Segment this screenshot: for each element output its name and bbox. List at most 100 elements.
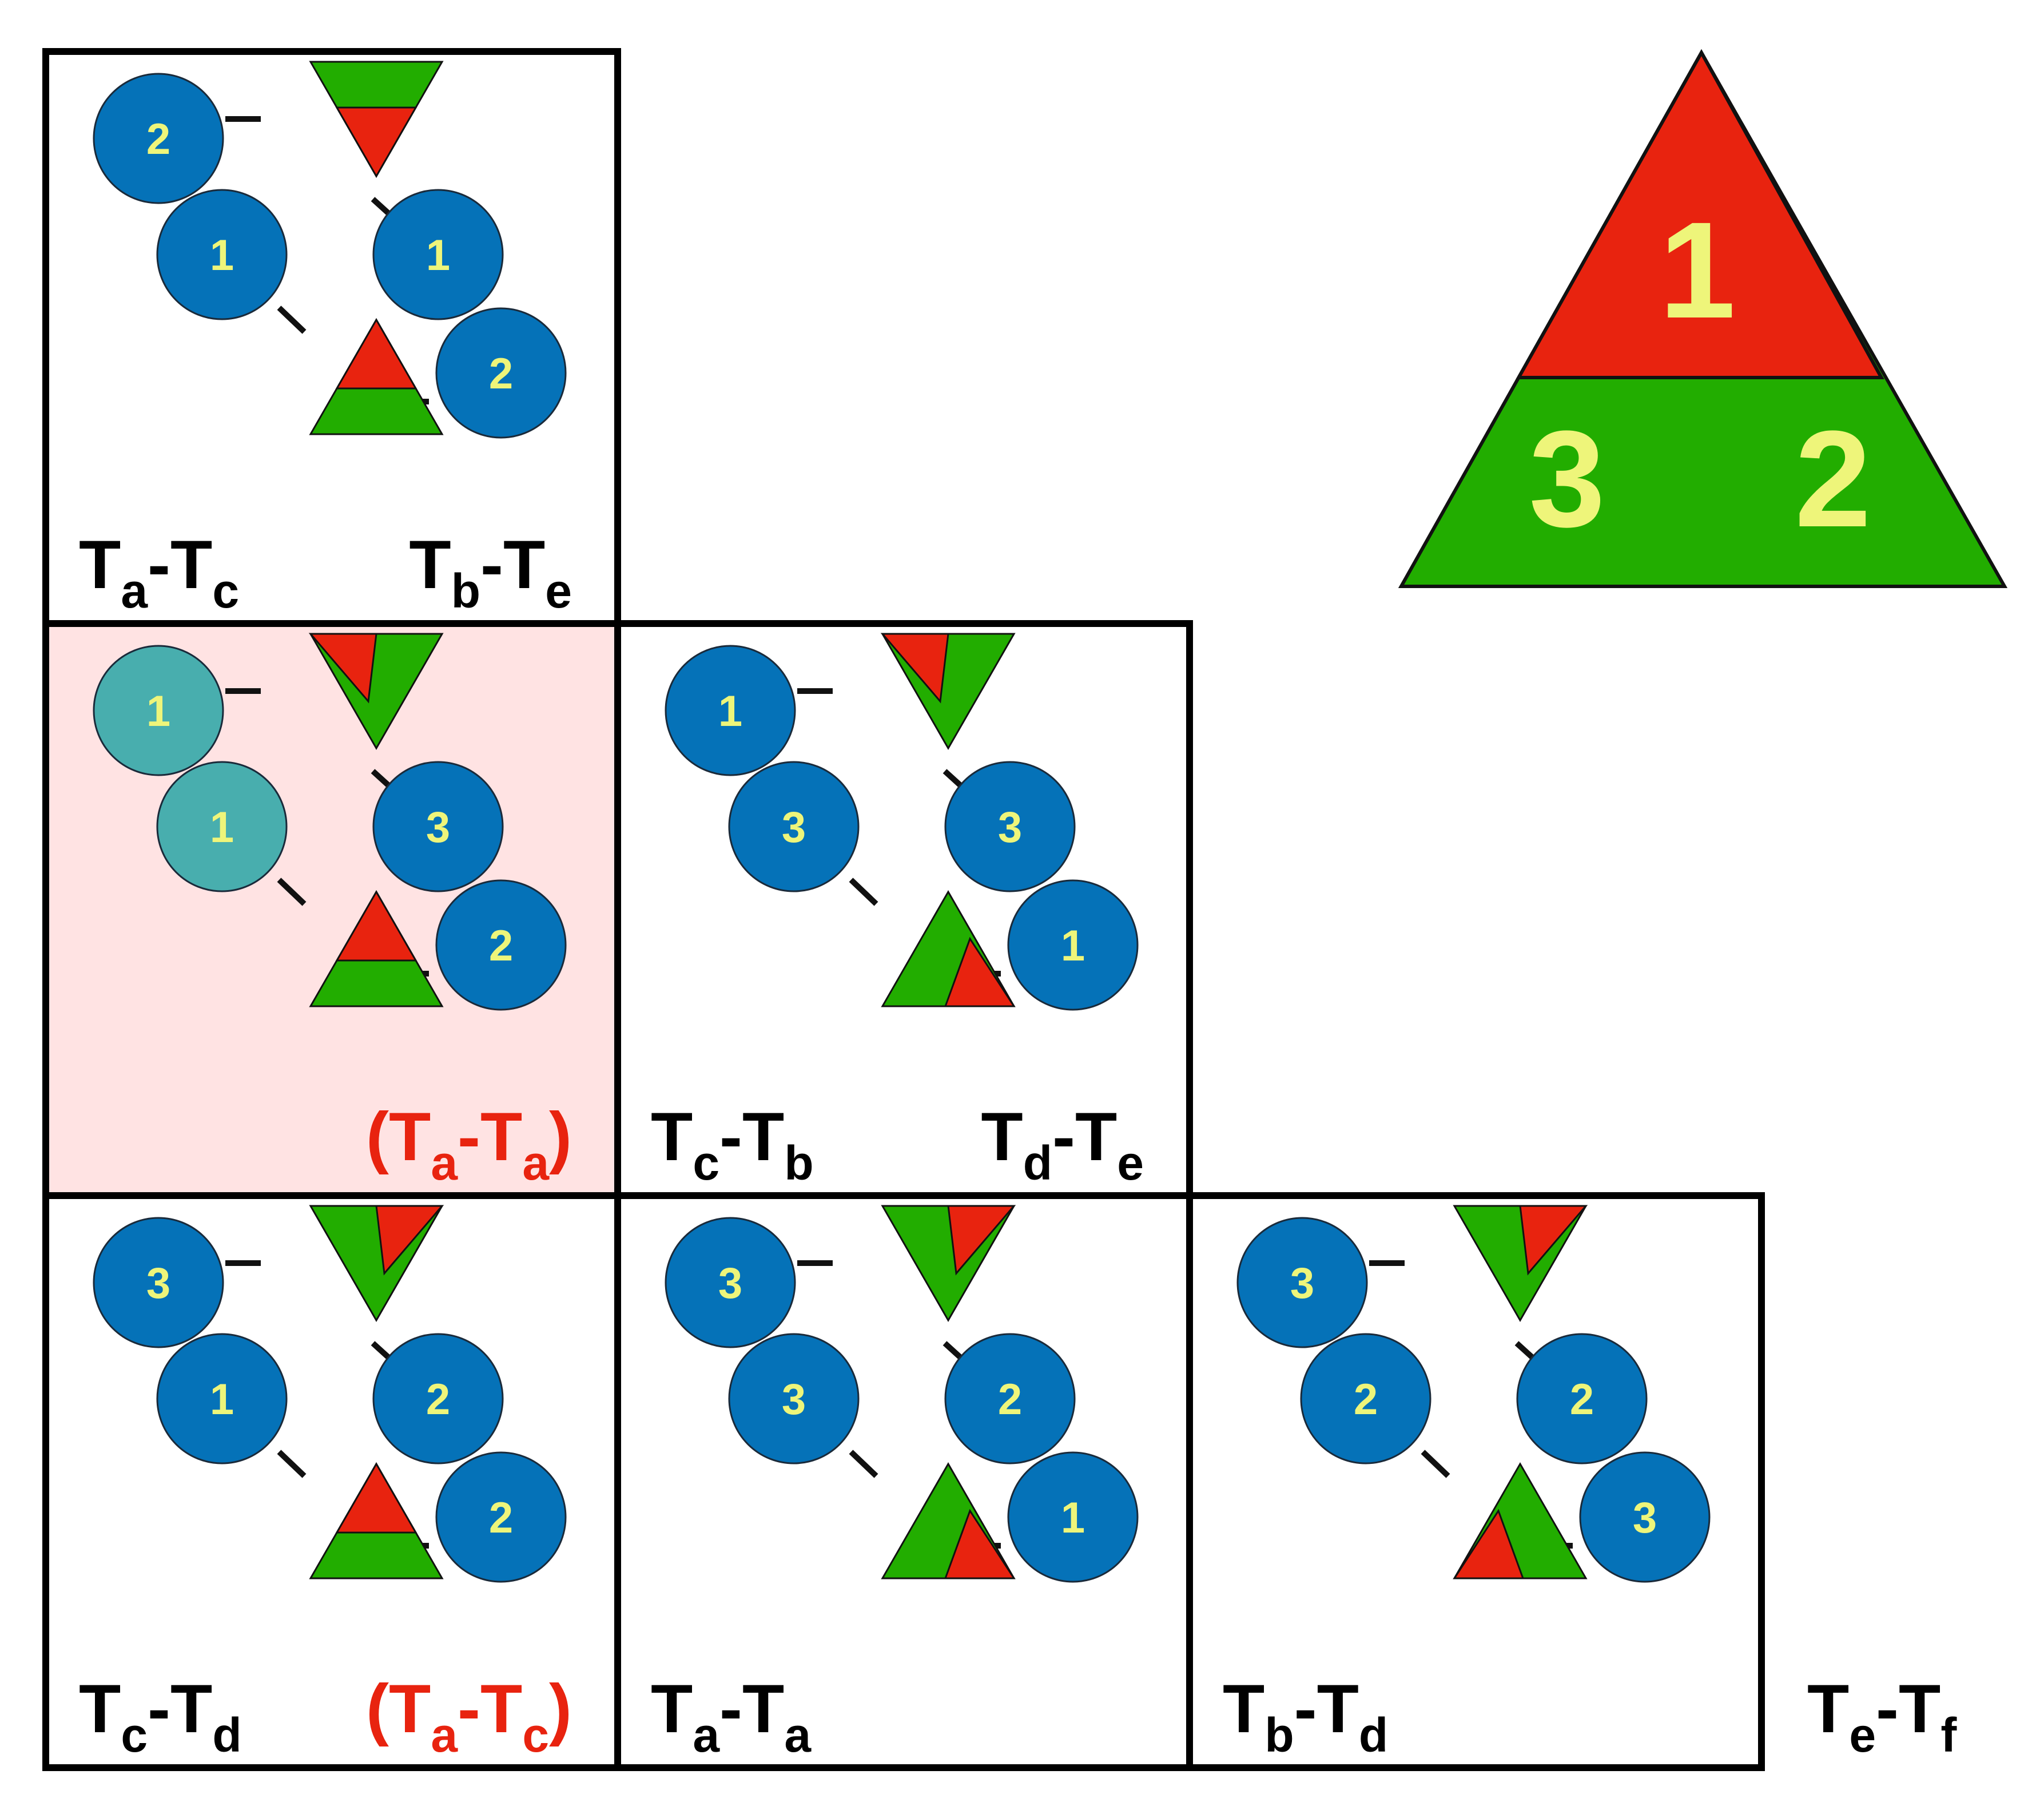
panel-p21: 3 3 2 1Ta-Ta [614,1192,1193,1771]
legend-number-right: 2 [1795,402,1871,555]
bottom-triangle [309,317,444,435]
circle-node: 1 [156,761,288,892]
panel-label-right: Tb-Te [409,526,572,618]
circle-node: 2 [435,307,567,439]
circle-number: 2 [489,350,513,398]
circle-shape [944,761,1076,892]
legend-number-top: 1 [1659,193,1735,347]
circle-node: 2 [1300,1333,1431,1464]
circle-number: 3 [782,1375,806,1424]
circle-number: 2 [426,1375,450,1424]
circle-node: 1 [1007,879,1139,1011]
top-triangle [309,1205,444,1323]
panel-label-left: Ta-Tc [79,526,239,618]
circle-node: 1 [156,189,288,320]
bottom-triangle [881,1462,1016,1579]
circle-shape [1007,1451,1139,1583]
bond-line [849,878,878,906]
circle-number: 3 [718,1259,742,1308]
bond-line [277,1450,307,1478]
circle-shape [435,879,567,1011]
circle-shape [372,189,504,320]
circle-shape [1236,1217,1368,1348]
panel-p20: 3 1 2 2Tc-Td (Ta-Tc) [42,1192,621,1771]
circle-shape [665,645,796,776]
circle-node: 3 [728,761,860,892]
circle-shape [372,761,504,892]
circle-node: 3 [665,1217,796,1348]
circle-number: 1 [146,687,170,736]
top-triangle [308,633,444,751]
bottom-triangle [881,890,1016,1007]
panel-label-left: Tc-Tb [651,1098,814,1190]
circle-shape [156,1333,288,1464]
panel-p11: 1 3 3 1Tc-Tb Td-Te [614,620,1193,1199]
panel-label-left: Tc-Td [79,1670,242,1762]
circle-number: 1 [210,231,234,280]
circle-number: 3 [998,803,1022,852]
circle-node: 3 [944,761,1076,892]
circle-shape [435,307,567,439]
circle-node: 3 [372,761,504,892]
circle-shape [435,1451,567,1583]
circle-shape [156,189,288,320]
circle-shape [1007,879,1139,1011]
top-triangle [881,1205,1016,1323]
circle-shape [1300,1333,1431,1464]
circle-node: 2 [93,73,224,204]
circle-shape [93,645,224,776]
circle-number: 2 [489,922,513,970]
outside-label-text: Te-Tf [1807,1670,1957,1762]
circle-number: 3 [782,803,806,852]
panel-label-left: Ta-Ta [651,1670,812,1762]
panel-p00: 2 1 1 2Ta-Tc Tb-Te [42,48,621,627]
circle-number: 2 [1570,1375,1594,1424]
circle-node: 2 [435,879,567,1011]
panel-p22: 3 2 2 3Tb-Td [1186,1192,1765,1771]
circle-node: 1 [1007,1451,1139,1583]
circle-number: 1 [718,687,742,736]
circle-shape [728,1333,860,1464]
circle-shape [728,761,860,892]
panel-p10: 1 1 3 2 (Ta-Ta) [42,620,621,1199]
circle-node: 1 [665,645,796,776]
bottom-triangle [309,1462,444,1579]
circle-node: 3 [728,1333,860,1464]
bond-line [277,305,307,334]
circle-node: 2 [435,1451,567,1583]
top-triangle [309,61,444,178]
circle-number: 1 [210,803,234,852]
circle-number: 1 [1061,1494,1085,1542]
legend-triangle: 13 2 [1398,49,2008,588]
circle-node: 2 [372,1333,504,1464]
circle-number: 1 [210,1375,234,1424]
panel-label-right: (Ta-Ta) [366,1098,572,1190]
outside-label: Te-Tf [1807,1670,1957,1762]
panel-label-right: (Ta-Tc) [366,1670,572,1762]
bottom-triangle [309,890,444,1007]
bond-line [849,1450,878,1478]
circle-node: 3 [93,1217,224,1348]
circle-number: 1 [426,231,450,280]
legend-red-region [1516,49,1884,379]
circle-shape [93,73,224,204]
circle-node: 3 [1236,1217,1368,1348]
legend-number-left: 3 [1529,402,1605,555]
circle-node: 2 [944,1333,1076,1464]
bottom-triangle [1453,1462,1588,1579]
circle-shape [665,1217,796,1348]
panel-label-left: Tb-Td [1223,1670,1388,1762]
circle-number: 1 [1061,922,1085,970]
circle-number: 3 [1633,1494,1657,1542]
circle-shape [944,1333,1076,1464]
circle-number: 2 [998,1375,1022,1424]
circle-node: 3 [1579,1451,1711,1583]
circle-node: 2 [1516,1333,1648,1464]
panel-label-right: Td-Te [981,1098,1144,1190]
circle-number: 3 [1290,1259,1314,1308]
circle-node: 1 [372,189,504,320]
top-triangle [880,633,1016,751]
circle-shape [1516,1333,1648,1464]
